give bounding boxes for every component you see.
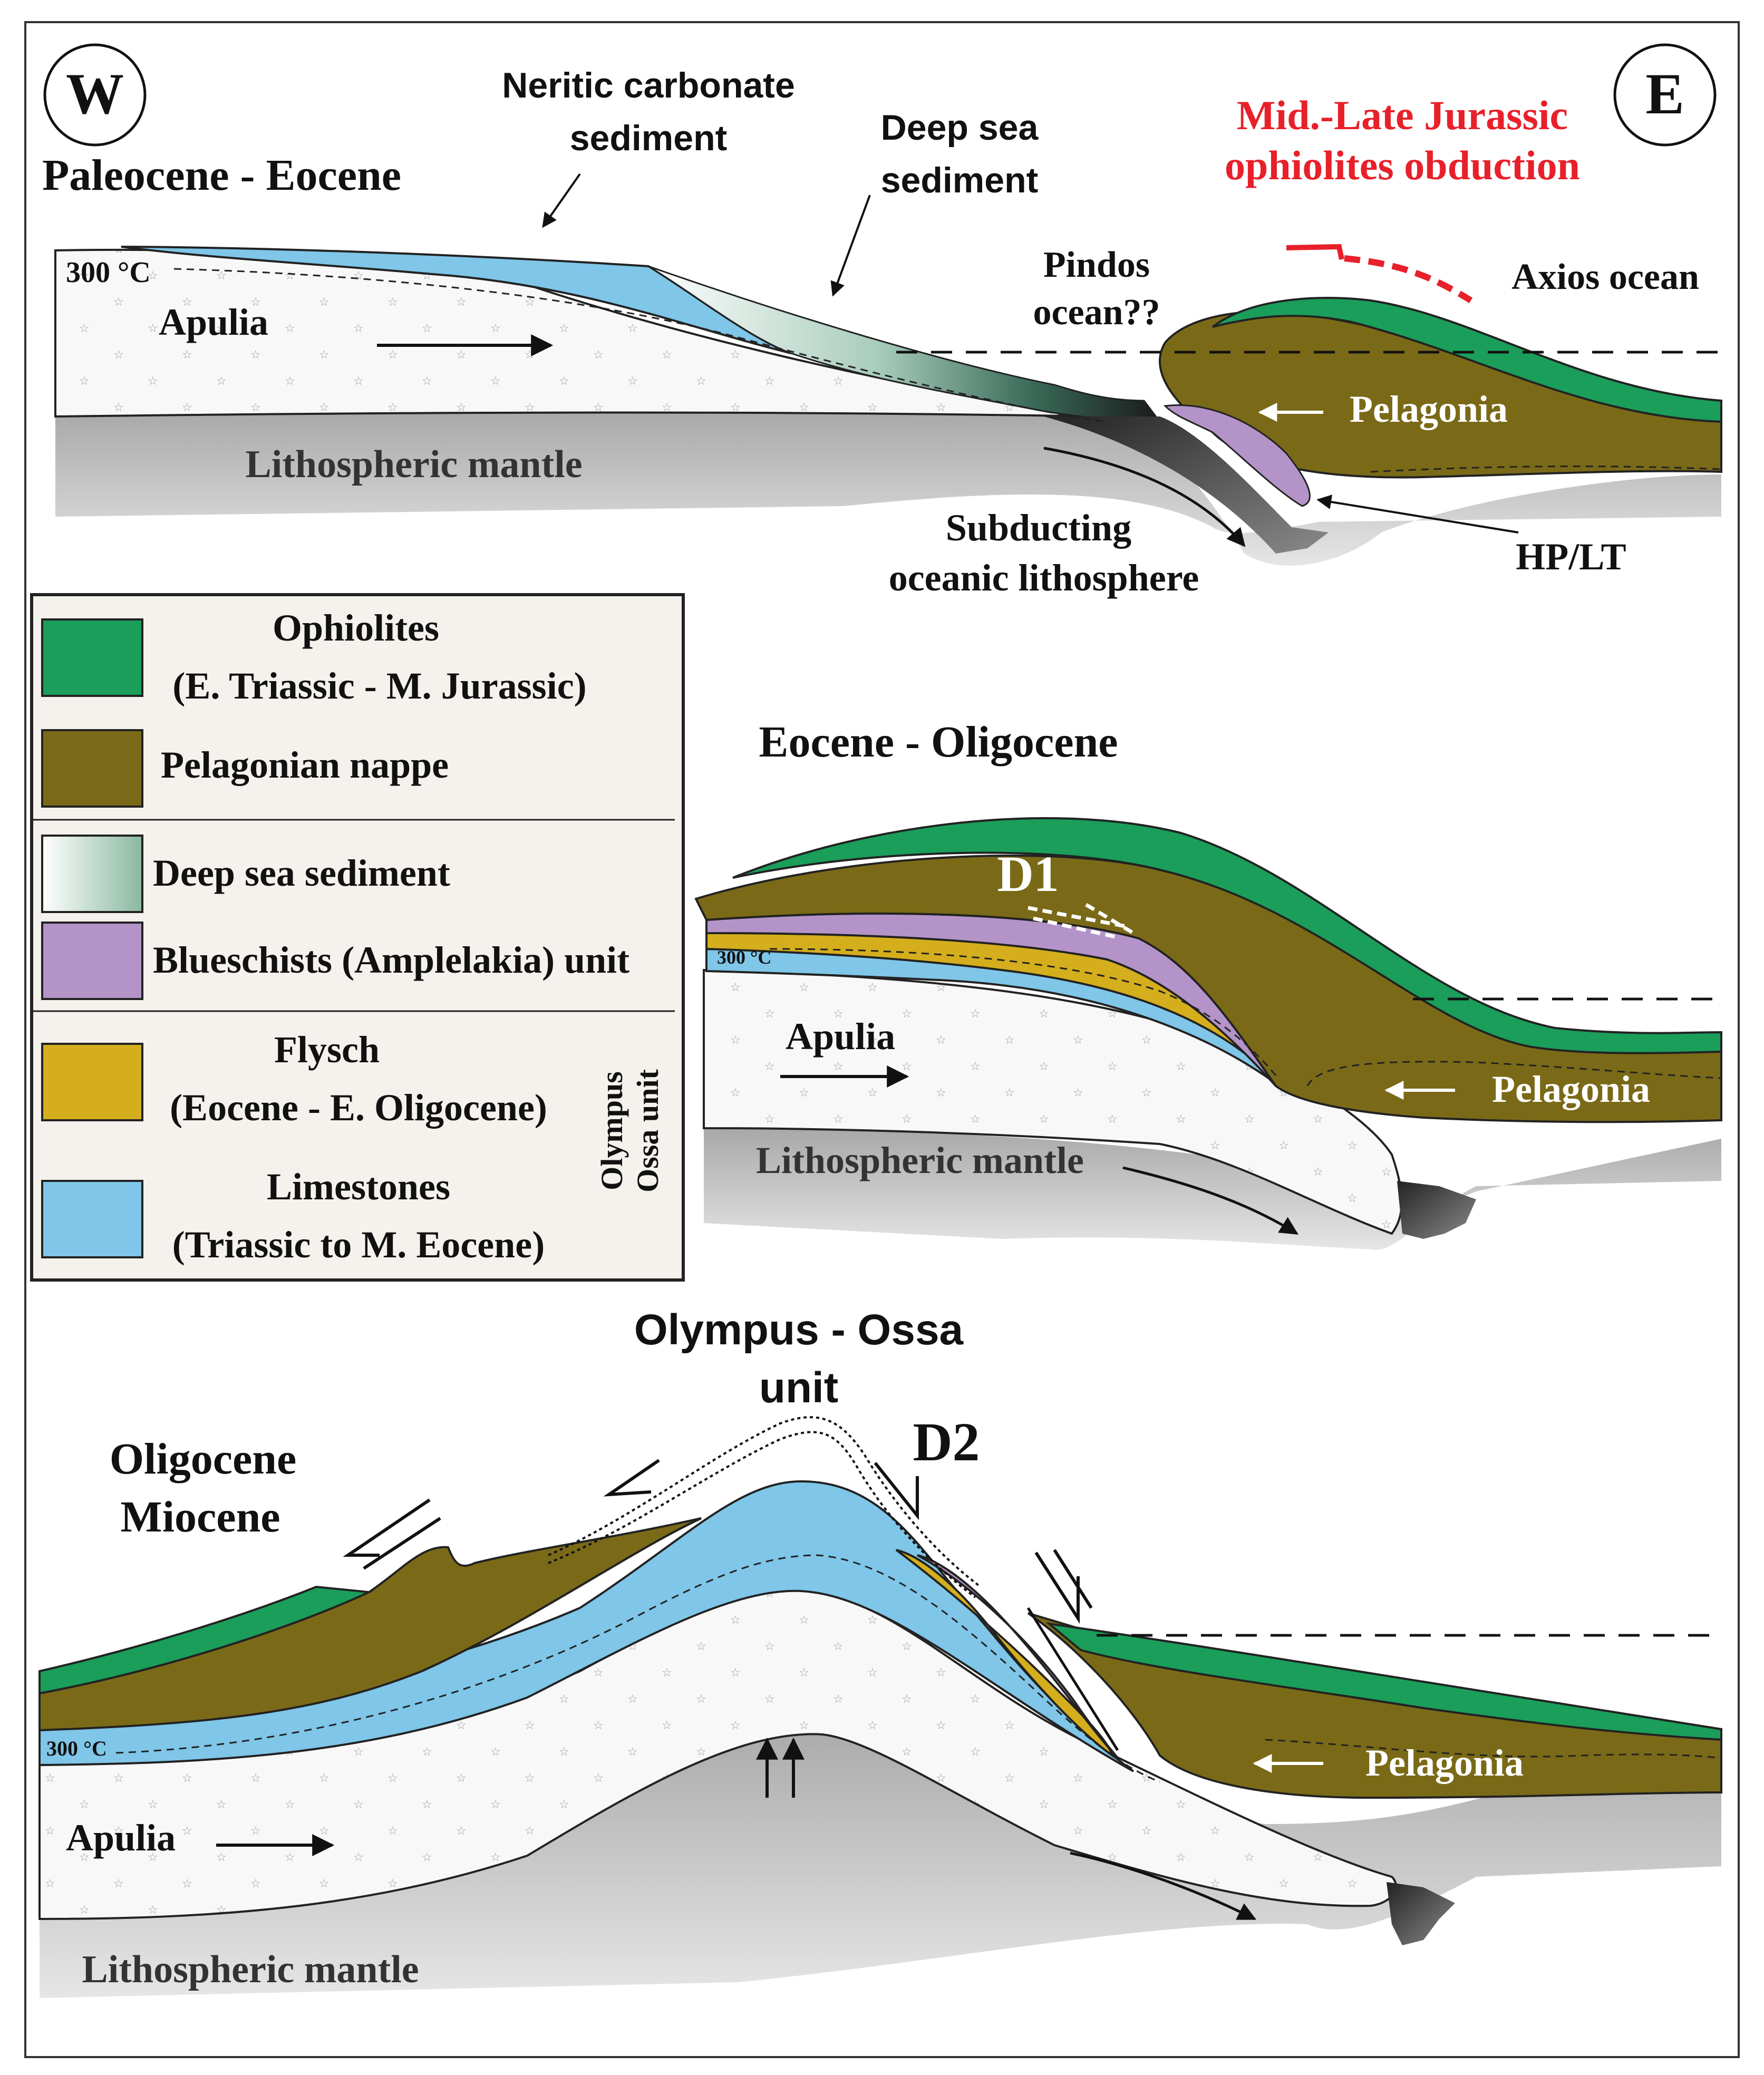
p1-mantle-label: Lithospheric mantle (245, 443, 582, 486)
p3-title-line1: Oligocene (110, 1434, 297, 1483)
p3-apulia-label: Apulia (66, 1817, 176, 1859)
p3-blueschist-east (917, 1554, 1119, 1759)
legend-ophiolites-line1: Ophiolites (273, 607, 439, 649)
panel-paleocene-eocene: W E Paleocene - Eocene Neritic carbonate… (42, 43, 1722, 599)
p1-hplt-pointer (1316, 494, 1519, 534)
p1-pindos-line2: ocean?? (1033, 292, 1160, 333)
panel-oligocene-miocene: Olympus - Ossa unit Oligocene Miocene D2… (38, 1306, 1722, 1998)
p3-isotherm-300 (115, 1554, 1160, 1783)
p1-hplt-label: HP/LT (1516, 536, 1626, 578)
p2-d1-label: D1 (997, 846, 1059, 902)
p1-obduction-line2: ophiolites obduction (1225, 142, 1580, 188)
p3-normal-fault (1026, 1607, 1119, 1751)
p2-isotherm-label: 300 °C (717, 947, 771, 968)
panel-eocene-oligocene: Eocene - Oligocene D1 300 °C Apulia Pela… (694, 717, 1722, 1250)
p2-lithospheric-mantle (704, 1128, 1721, 1250)
p3-flysch-east (895, 1549, 1114, 1759)
p1-neritic-pointer (542, 173, 581, 228)
legend-pelagonian-label: Pelagonian nappe (161, 744, 449, 786)
legend-limestones-line2: (Triassic to M. Eocene) (172, 1224, 545, 1266)
legend-group-olympus: Olympus (595, 1071, 629, 1190)
legend-swatch-blueschist (41, 922, 143, 1000)
p1-subducting-line1: Subducting (946, 507, 1131, 549)
p3-lithospheric-mantle (40, 1717, 1721, 1998)
legend: Ophiolites (E. Triassic - M. Jurassic) P… (30, 593, 685, 1282)
p1-subduction-arrow (1043, 447, 1246, 547)
west-label: W (66, 62, 124, 126)
p2-ophiolite (732, 817, 1722, 1054)
p1-ophiolite (1211, 297, 1722, 423)
p1-blueschist-lens (1163, 404, 1311, 507)
p3-subduction-arrow (1070, 1851, 1257, 1921)
east-compass-circle (1613, 43, 1717, 147)
p2-mantle-label: Lithospheric mantle (756, 1139, 1084, 1181)
legend-flysch-line2: (Eocene - E. Oligocene) (170, 1087, 547, 1129)
p1-deepsea-line2: sediment (881, 160, 1039, 200)
p3-pelagonia-label: Pelagonia (1365, 1742, 1524, 1784)
legend-swatch-flysch (41, 1043, 143, 1121)
legend-blueschist-label: Blueschists (Amplelakia) unit (153, 939, 629, 981)
p2-pelagonia-label: Pelagonia (1492, 1068, 1650, 1110)
p1-neritic-line2: sediment (570, 118, 728, 158)
p1-deepsea-line1: Deep sea (881, 108, 1039, 148)
p3-mantle-label: Lithospheric mantle (82, 1948, 419, 1991)
p2-slab-tip (1397, 1181, 1476, 1239)
p2-d1-shear (1028, 903, 1135, 939)
p1-deepsea-pointer (830, 195, 871, 297)
legend-group-ossa: Ossa unit (631, 1069, 665, 1192)
p2-title: Eocene - Oligocene (759, 717, 1118, 767)
legend-ophiolites-line2: (E. Triassic - M. Jurassic) (172, 665, 586, 707)
legend-deep-sea-label: Deep sea sediment (153, 852, 450, 894)
p1-apulia-label: Apulia (159, 301, 268, 343)
p3-eroded-envelope (548, 1416, 982, 1588)
p3-slab-tip (1387, 1882, 1455, 1945)
p3-d2-label: D2 (913, 1412, 980, 1472)
p3-shear-east (1034, 1549, 1093, 1624)
p3-shear-d2 (874, 1462, 919, 1520)
legend-swatch-ophiolites (41, 618, 143, 697)
p2-subduction-arrow (1122, 1166, 1298, 1235)
p2-isotherm-300 (769, 948, 1277, 1076)
p3-isotherm-label: 300 °C (46, 1737, 107, 1760)
p1-neritic-line1: Neritic carbonate (502, 65, 795, 105)
west-compass-circle (43, 43, 147, 147)
legend-limestones-line1: Limestones (267, 1166, 450, 1208)
p3-unit-title-line2: unit (759, 1364, 838, 1412)
p3-shear-top (603, 1459, 660, 1497)
p1-subducting-slab (1044, 416, 1329, 554)
p1-axios-label: Axios ocean (1511, 257, 1699, 297)
p2-apulia-label: Apulia (786, 1015, 895, 1058)
p1-obduction-line1: Mid.-Late Jurassic (1237, 92, 1568, 138)
legend-flysch-line1: Flysch (274, 1029, 380, 1071)
p3-title-line2: Miocene (120, 1492, 280, 1541)
p3-ophiolite-west (38, 1585, 373, 1695)
p1-title: Paleocene - Eocene (42, 151, 401, 200)
p1-isotherm-300 (173, 268, 1108, 423)
p1-subducting-line2: oceanic lithosphere (889, 557, 1199, 599)
p3-unit-title-line1: Olympus - Ossa (634, 1306, 964, 1354)
p1-pindos-line1: Pindos (1043, 245, 1150, 285)
legend-swatch-pelagonian (41, 729, 143, 808)
p3-ophiolite-east (1045, 1622, 1722, 1741)
p1-pelagonia-label: Pelagonia (1350, 388, 1508, 430)
legend-swatch-limestones (41, 1180, 143, 1258)
p3-shear-west (343, 1498, 441, 1570)
p1-isotherm-label: 300 °C (66, 256, 151, 289)
p1-lithospheric-mantle (55, 411, 1721, 566)
legend-swatch-deep-sea (41, 835, 143, 913)
east-label: E (1645, 62, 1684, 126)
